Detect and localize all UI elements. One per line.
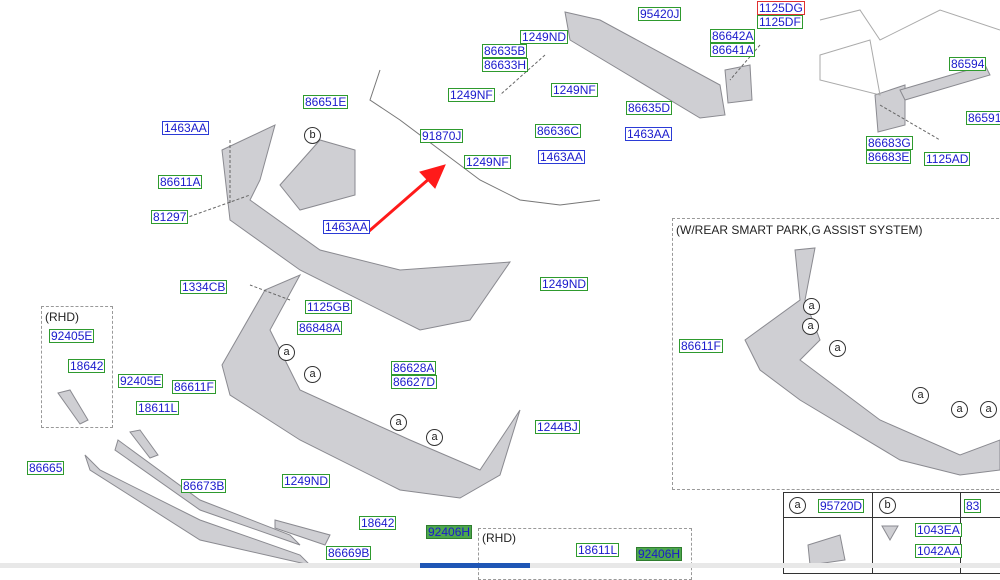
part-label[interactable]: 1249NF [448,88,495,102]
rhd-note: (RHD) [45,310,79,324]
smart-park-note: (W/REAR SMART PARK,G ASSIST SYSTEM) [676,223,923,237]
part-label[interactable]: 91870J [420,129,464,143]
bracket-86642 [724,64,753,104]
part-label[interactable]: 95720D [818,499,865,513]
part-label[interactable]: 81297 [151,210,189,224]
callout-a: a [278,344,295,361]
callout-a: a [802,318,819,335]
bracket-86683 [874,84,906,133]
rhd-note: (RHD) [482,531,516,545]
part-label[interactable]: 86642A [710,29,756,43]
part-label[interactable]: 86635B [482,44,528,58]
part-label[interactable]: 86683E [866,150,912,164]
bracket-86651e [279,139,356,211]
part-label[interactable]: 1042AA [915,544,962,558]
part-label[interactable]: 92405E [49,329,95,343]
callout-b: b [304,127,321,144]
part-label[interactable]: 86611F [679,339,723,353]
bumper-beam [564,11,726,119]
red-arrow [367,164,446,234]
part-label[interactable]: 1249NF [551,83,598,97]
part-label[interactable]: 92405E [118,374,164,388]
part-label[interactable]: 86633H [482,58,529,72]
part-label[interactable]: 83 [964,499,982,513]
part-label[interactable]: 86641A [710,43,756,57]
parts-diagram [57,9,1000,566]
clip-1043ea [881,525,899,542]
part-label[interactable]: 18642 [68,359,106,373]
part-label[interactable]: 86611F [172,380,216,394]
legend-table: a 95720D b 1043EA 1042AA 83 [783,492,1000,574]
callout-a: a [803,298,820,315]
scrollbar[interactable] [0,563,1000,568]
rhd-box-left [41,306,113,428]
part-label[interactable]: 1125AD [924,152,971,166]
callout-a: a [951,401,968,418]
part-label[interactable]: 86683G [866,136,913,150]
scrollbar-thumb[interactable] [420,563,530,568]
callout-a: a [980,401,997,418]
legend-cell [784,493,873,573]
callout-a: a [912,387,929,404]
part-label[interactable]: 18611L [576,543,620,557]
smart-park-box [672,218,1000,490]
part-label[interactable]: 86669B [326,546,372,560]
reflector-rhd [57,389,89,425]
callout-a: a [829,340,846,357]
callout-a: a [789,497,806,514]
part-label[interactable]: 86627D [391,375,438,389]
callout-a: a [426,429,443,446]
part-label[interactable]: 92406H [426,525,473,539]
part-label[interactable]: 86611A [158,175,203,189]
part-label[interactable]: 18611L [136,401,180,415]
body-panel [819,39,881,96]
part-label[interactable]: 86594 [949,57,987,71]
bumper-cover-lower [221,273,521,499]
part-label[interactable]: 86635D [626,101,673,115]
strip-86594 [899,64,991,101]
reflector [274,519,331,546]
bumper-cover-alt [744,247,1000,476]
part-label[interactable]: 18642 [359,516,397,530]
part-label[interactable]: 1249NF [464,155,511,169]
part-label[interactable]: 1249ND [282,474,331,488]
part-label[interactable]: 92406H [636,547,683,561]
trim-86673b [114,439,301,546]
part-label[interactable]: 1463AA [162,121,209,135]
body-outline [819,9,1000,41]
part-label[interactable]: 1249ND [520,30,569,44]
part-label[interactable]: 1463AA [538,150,585,164]
wiring-harness [369,69,601,206]
callout-b: b [879,497,896,514]
sensor-95720d [807,534,846,566]
part-label[interactable]: 86591 [966,111,1000,125]
part-label[interactable]: 86636C [535,124,582,138]
part-label[interactable]: 1463AA [323,220,370,234]
part-label[interactable]: 1125GB [305,300,353,314]
part-label[interactable]: 86665 [27,461,65,475]
bumper-cover-upper [221,124,512,331]
callout-a: a [304,366,321,383]
part-label[interactable]: 86673B [181,479,227,493]
part-label[interactable]: 86848A [297,321,343,335]
part-label[interactable]: 1463AA [625,127,672,141]
part-label[interactable]: 95420J [638,7,682,21]
part-label[interactable]: 1244BJ [535,420,580,434]
callout-a: a [390,414,407,431]
part-label[interactable]: 1249ND [540,277,589,291]
reflector-left [129,429,159,459]
part-label[interactable]: 1125DF [757,15,803,29]
part-label[interactable]: 1043EA [915,523,962,537]
part-label[interactable]: 1334CB [180,280,228,294]
trim-86665 [84,454,312,566]
part-label[interactable]: 86651E [303,95,349,109]
legend-divider [784,517,1000,518]
part-label[interactable]: 1125DG [757,1,805,15]
part-label[interactable]: 86628A [391,361,437,375]
